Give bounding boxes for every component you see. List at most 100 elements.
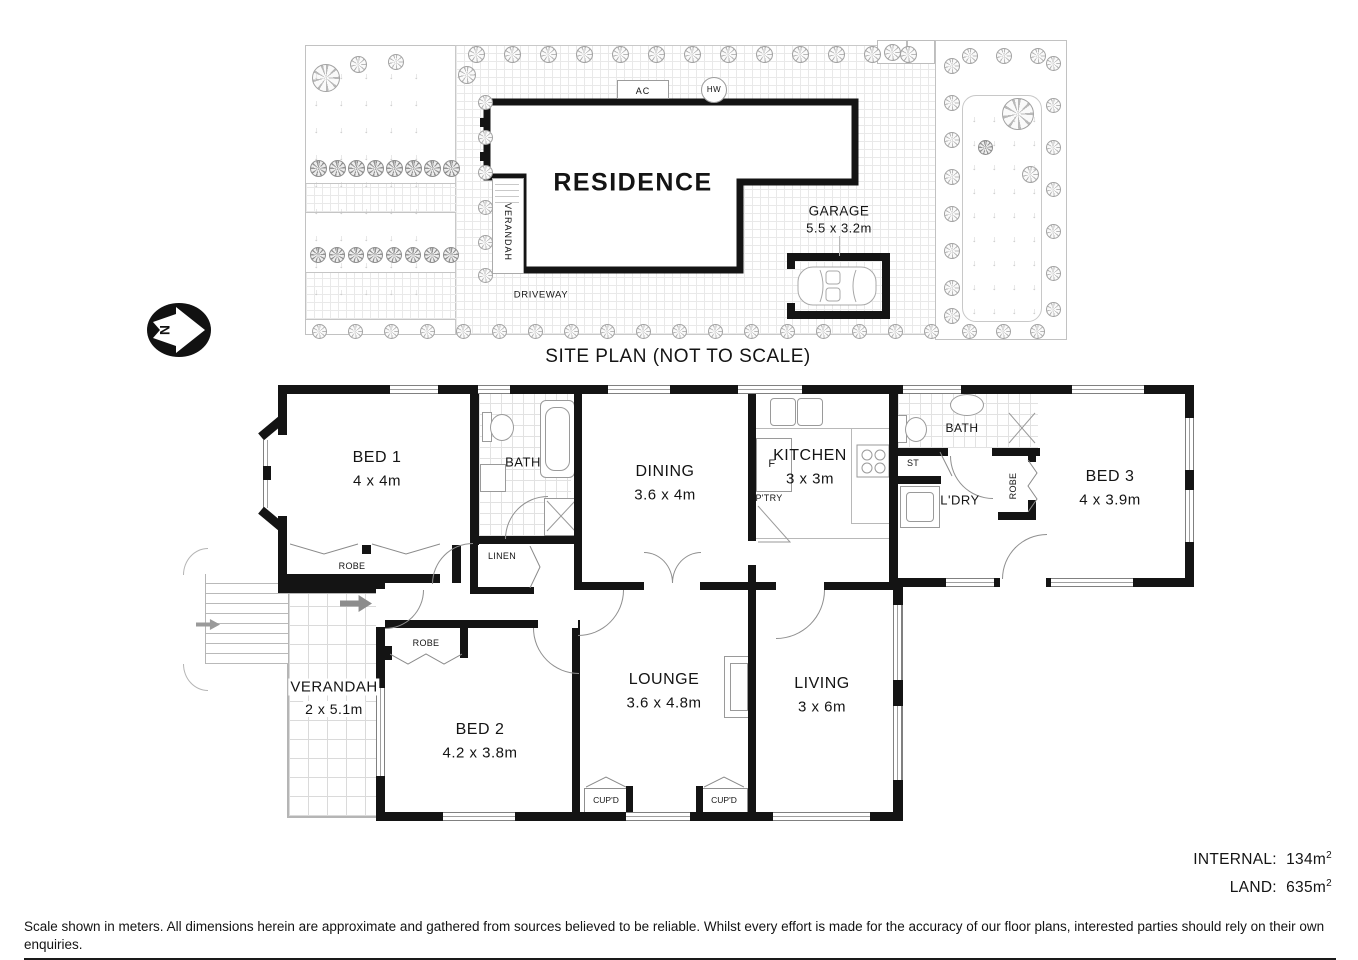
wall: [626, 786, 633, 814]
grass-mark: ↓: [1032, 258, 1037, 268]
grass-mark: ↓: [389, 71, 394, 81]
area-summary: INTERNAL: 134m2 LAND: 635m2: [1032, 844, 1332, 900]
ac-label: AC: [635, 86, 651, 96]
grass-mark: ↓: [972, 234, 977, 244]
tree-icon: [388, 54, 404, 70]
bathtub-inner: [545, 407, 570, 471]
label-robe-bed2: ROBE: [412, 638, 440, 648]
wall: [882, 253, 890, 319]
grass-mark: ↓: [1032, 186, 1037, 196]
wall: [787, 311, 890, 319]
door-opening: [376, 589, 385, 627]
linen-door-icon: [529, 546, 541, 588]
entry-stairs: [205, 574, 288, 664]
walkway: [306, 183, 456, 213]
grass-mark: ↓: [992, 258, 997, 268]
closet-door-icon: [586, 776, 626, 788]
rear-lawn: [962, 95, 1042, 322]
tree-icon: [1046, 266, 1061, 281]
grass-mark: ↓: [972, 114, 977, 124]
tree-icon: [744, 324, 759, 339]
label-fridge: F: [768, 458, 776, 470]
grass-mark: ↓: [414, 260, 419, 270]
tree-icon: [944, 95, 960, 111]
tree-icon: [978, 140, 993, 155]
driveway: [306, 272, 456, 320]
tree-icon: [312, 324, 327, 339]
shower-lines: [1008, 412, 1036, 444]
grass-mark: ↓: [389, 125, 394, 135]
room-dims-living: 3 x 6m: [797, 698, 847, 716]
window: [738, 385, 802, 394]
grass-mark: ↓: [992, 234, 997, 244]
grass-mark: ↓: [1012, 114, 1017, 124]
residence-label: RESIDENCE: [553, 168, 713, 197]
site-plan: RESIDENCE VERANDAH AC HW GARAGE 5.5 x 3.…: [0, 0, 1358, 380]
wall: [787, 303, 795, 319]
wall: [748, 582, 756, 821]
basin-icon: [480, 464, 506, 492]
window: [1185, 418, 1194, 470]
ac-unit: AC: [617, 80, 669, 99]
grass-mark: ↓: [972, 258, 977, 268]
wall: [278, 516, 287, 582]
tree-icon: [684, 46, 701, 63]
toilet-bowl: [905, 417, 927, 442]
tree-icon: [648, 46, 665, 63]
door-swing-arc: [183, 548, 208, 575]
wall: [700, 582, 756, 590]
door-opening: [538, 620, 578, 628]
grass-mark: ↓: [992, 306, 997, 316]
tree-icon: [443, 247, 459, 263]
grass-mark: ↓: [339, 125, 344, 135]
grass-mark: ↓: [1032, 138, 1037, 148]
room-label-dining: DINING: [635, 463, 695, 480]
laundry-tub-inner: [906, 492, 934, 522]
wall: [470, 544, 478, 594]
tree-icon: [1030, 324, 1045, 339]
wall: [696, 786, 703, 814]
window: [1051, 578, 1133, 587]
tree-icon: [478, 165, 493, 180]
tree-icon: [944, 58, 960, 74]
tree-icon: [672, 324, 687, 339]
wall: [362, 545, 371, 554]
tree-icon: [720, 46, 737, 63]
room-dims-bed3: 4 x 3.9m: [1079, 491, 1141, 509]
room-label-bath1: BATH: [505, 454, 541, 470]
grass-mark: ↓: [1012, 162, 1017, 172]
room-dims-bed1: 4 x 4m: [352, 472, 402, 490]
grass-mark: ↓: [414, 98, 419, 108]
tree-icon: [944, 206, 960, 222]
grass-mark: ↓: [364, 233, 369, 243]
tree-icon: [792, 46, 809, 63]
room-label-living: LIVING: [794, 675, 850, 692]
tree-icon: [944, 169, 960, 185]
room-label-laundry: L'DRY: [940, 492, 980, 508]
wall: [996, 448, 1036, 456]
grass-mark: ↓: [314, 71, 319, 81]
basin-icon: [950, 394, 984, 416]
tree-icon: [492, 324, 507, 339]
tree-icon: [828, 46, 845, 63]
tree-icon: [944, 280, 960, 296]
wall: [748, 393, 756, 541]
label-cupboard2: CUP'D: [711, 795, 737, 805]
tree-icon: [636, 324, 651, 339]
grass-mark: ↓: [1012, 282, 1017, 292]
garage-label: GARAGE: [808, 203, 870, 219]
robe-doors-icon: [1027, 460, 1038, 512]
tree-icon: [1046, 140, 1061, 155]
window: [946, 578, 994, 587]
wall: [787, 253, 890, 261]
label-robe-bed1: ROBE: [338, 561, 366, 571]
grass-mark: ↓: [314, 206, 319, 216]
grass-mark: ↓: [364, 125, 369, 135]
wall: [787, 253, 795, 269]
grass-mark: ↓: [1032, 234, 1037, 244]
door-swing-arc: [578, 590, 624, 636]
grass-mark: ↓: [364, 206, 369, 216]
grass-mark: ↓: [314, 125, 319, 135]
grass-mark: ↓: [389, 152, 394, 162]
kitchen-sink-icon: [770, 398, 796, 426]
